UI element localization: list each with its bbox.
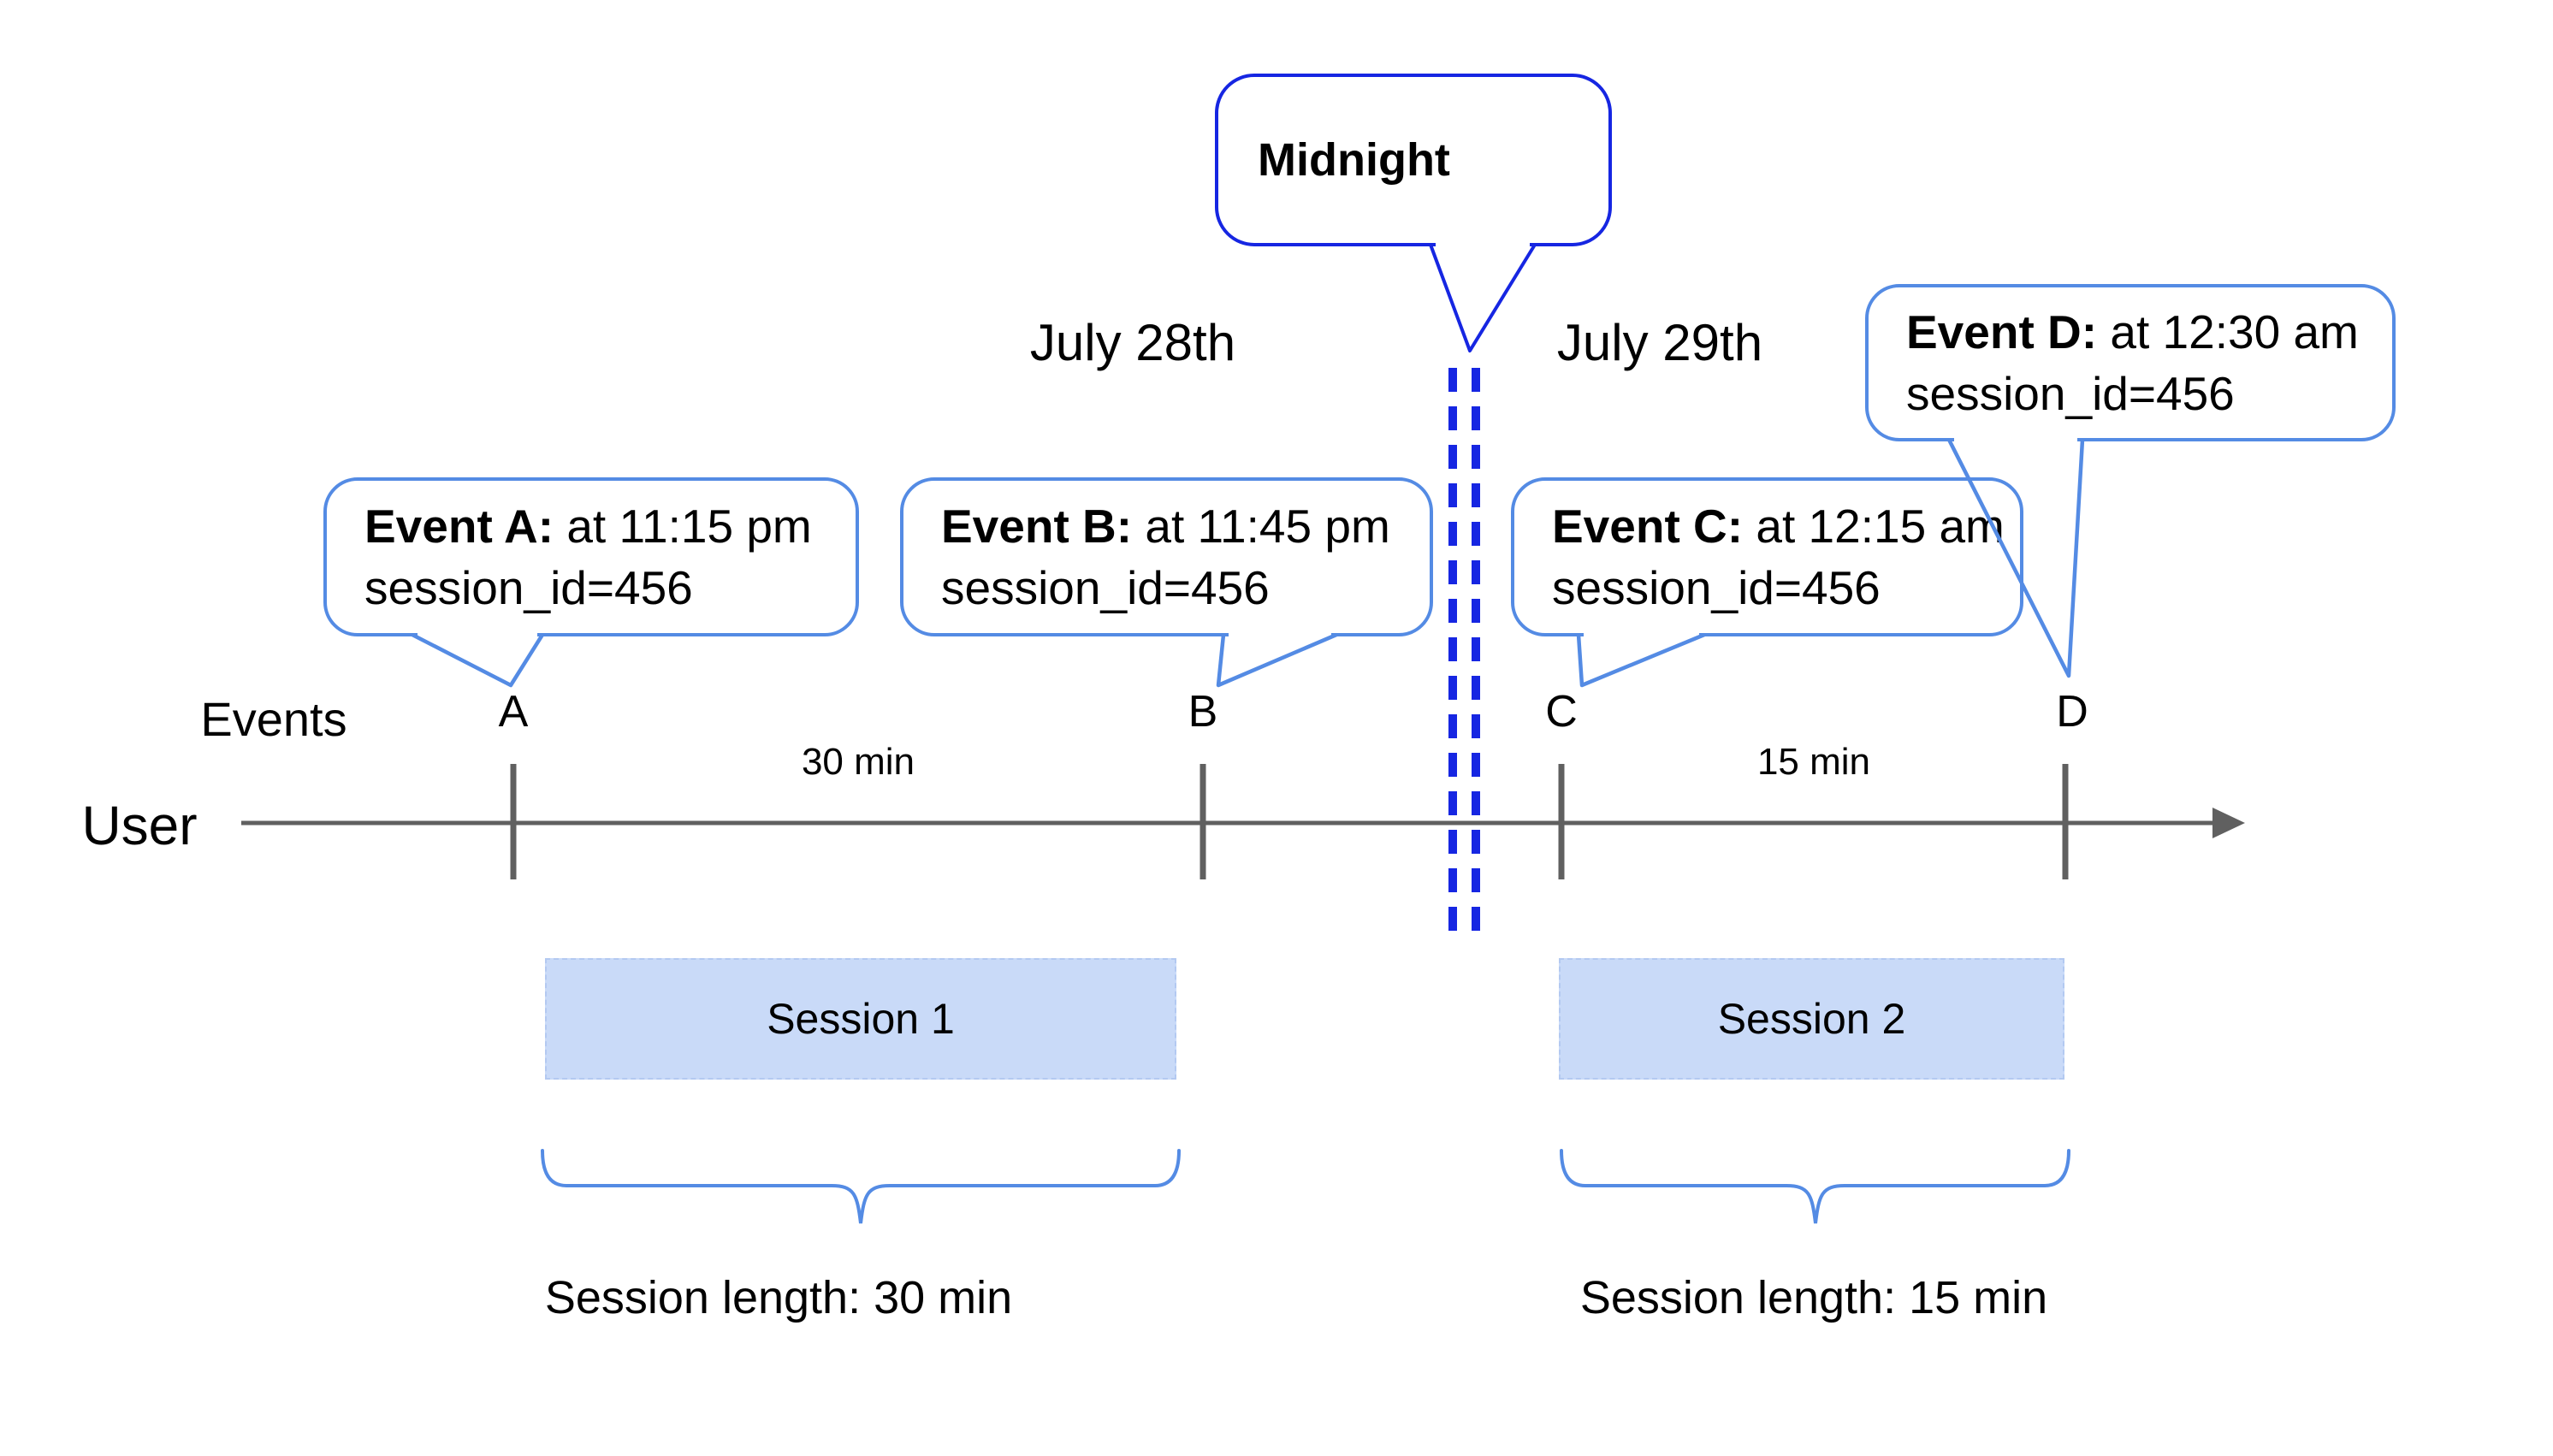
event-a-tail [411,632,544,688]
event-letter-b: B [1188,687,1218,737]
event-b-line1: Event B: at 11:45 pm [941,495,1404,557]
event-letter-c: C [1545,687,1578,737]
event-a-title: Event A: [364,500,554,553]
session-1-box: Session 1 [545,958,1176,1080]
event-letter-a: A [498,687,529,737]
event-c-line1: Event C: at 12:15 am [1552,495,2005,557]
session-1-label: Session 1 [767,995,955,1043]
session-2-brace [1560,1149,2070,1224]
event-a-session: session_id=456 [364,561,693,614]
event-b-callout: Event B: at 11:45 pm session_id=456 [900,477,1433,636]
event-b-tail [1216,632,1337,688]
session-1-brace [541,1149,1181,1224]
event-b-time: at 11:45 pm [1145,500,1390,553]
event-d-session: session_id=456 [1906,367,2235,420]
session-2-label: Session 2 [1717,995,1906,1043]
event-d-callout: Event D: at 12:30 am session_id=456 [1865,284,2396,441]
event-a-time: at 11:15 pm [566,500,812,553]
timeline-arrowhead-icon [2212,808,2245,838]
event-b-session: session_id=456 [941,561,1270,614]
event-c-time: at 12:15 am [1756,500,2005,553]
day-label-july-29: July 29th [1556,314,1763,371]
midnight-label: Midnight [1258,134,1450,186]
day-label-july-28: July 28th [1029,314,1236,371]
event-c-callout: Event C: at 12:15 am session_id=456 [1511,477,2023,636]
midnight-callout: Midnight [1215,74,1612,246]
event-d-line1: Event D: at 12:30 am [1906,301,2366,363]
user-axis-label: User [81,795,198,856]
event-b-title: Event B: [941,500,1133,553]
event-c-session: session_id=456 [1552,561,1881,614]
event-c-title: Event C: [1552,500,1744,553]
interval-15min-label: 15 min [1756,741,1871,783]
events-axis-label: Events [200,692,347,746]
event-a-callout: Event A: at 11:15 pm session_id=456 [323,477,859,636]
event-d-title: Event D: [1906,305,2098,358]
event-d-time: at 12:30 am [2110,305,2359,358]
session-2-box: Session 2 [1559,958,2064,1080]
event-a-line1: Event A: at 11:15 pm [364,495,830,557]
session-1-length-label: Session length: 30 min [544,1272,1013,1323]
interval-30min-label: 30 min [801,741,915,783]
event-letter-d: D [2056,687,2088,737]
event-c-tail [1576,632,1705,688]
session-2-length-label: Session length: 15 min [1579,1272,2048,1323]
